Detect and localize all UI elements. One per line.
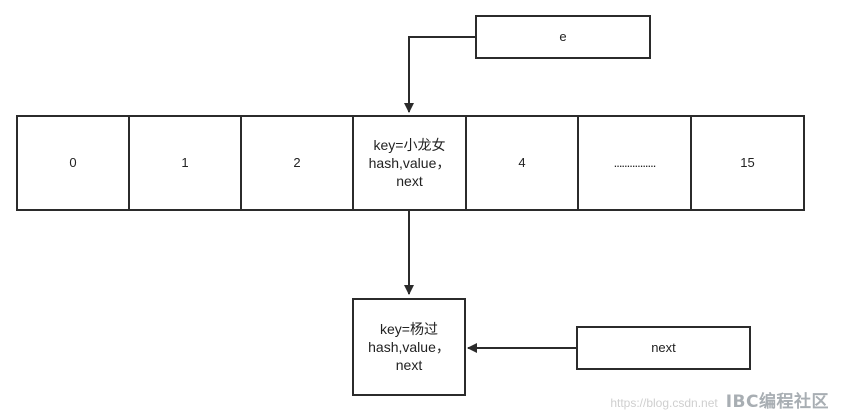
bucket-cell-4-label: 4 [518, 155, 526, 170]
bucket-cell-3-hash-value: hash,value， [368, 155, 451, 171]
arrow-e-to-cell-3 [404, 36, 475, 113]
linked-node-hash-value: hash,value， [368, 339, 450, 355]
bucket-cell-0: 0 [16, 115, 130, 211]
bucket-cell-1-label: 1 [181, 155, 189, 170]
bucket-cell-2-label: 2 [293, 155, 301, 170]
bucket-cell-15-label: 15 [740, 155, 755, 170]
bucket-cell-ellipsis-label: ................ [613, 155, 657, 170]
bucket-cell-ellipsis: ................ [577, 115, 692, 211]
next-pointer-label: next [651, 340, 676, 355]
bucket-cell-1: 1 [128, 115, 242, 211]
bucket-cell-4: 4 [465, 115, 579, 211]
bucket-cell-3-next: next [396, 173, 423, 189]
bucket-cell-0-label: 0 [69, 155, 77, 170]
next-pointer-box: next [576, 326, 751, 370]
pointer-e-box: e [475, 15, 651, 59]
linked-node: key=杨过 hash,value， next [352, 298, 466, 396]
pointer-e-label: e [559, 29, 567, 44]
watermark: https://blog.csdn.net IBC编程社区 [610, 387, 829, 412]
linked-node-key: key=杨过 [380, 321, 438, 337]
linked-node-next: next [395, 357, 423, 373]
bucket-cell-3: key=小龙女 hash,value， next [352, 115, 467, 211]
bucket-cell-2: 2 [240, 115, 354, 211]
bucket-cell-15: 15 [690, 115, 805, 211]
watermark-brand: IBC编程社区 [725, 392, 829, 412]
watermark-url: https://blog.csdn.net [610, 396, 718, 410]
bucket-cell-3-key: key=小龙女 [373, 137, 446, 153]
